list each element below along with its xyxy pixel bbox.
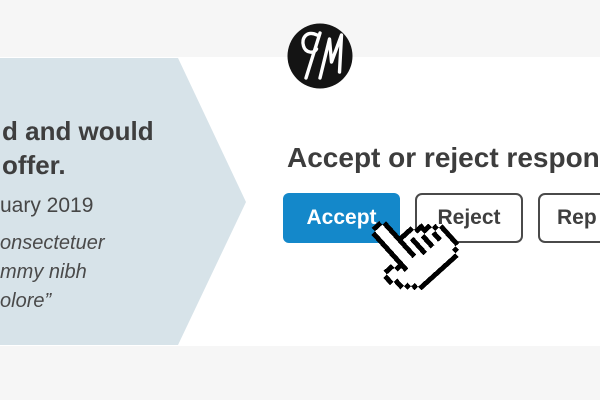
gm-logo-icon xyxy=(287,23,353,89)
testimonial-headline: d and would offer. xyxy=(2,114,154,182)
promo-arrow-panel xyxy=(0,58,246,345)
response-actions: Accept Reject Rep xyxy=(283,193,600,243)
accept-button[interactable]: Accept xyxy=(283,193,400,243)
testimonial-quote: onsectetuer mmy nibh olore” xyxy=(0,229,105,316)
reject-button[interactable]: Reject xyxy=(415,193,523,243)
testimonial-quote-line1: onsectetuer xyxy=(0,232,105,254)
bottom-strip xyxy=(0,346,600,400)
testimonial-quote-line2: mmy nibh xyxy=(0,261,87,283)
testimonial-date: uary 2019 xyxy=(0,194,94,217)
testimonial-quote-line3: olore” xyxy=(0,290,52,312)
testimonial-headline-line2: offer. xyxy=(2,150,66,180)
page-title: Accept or reject respon xyxy=(287,142,600,173)
testimonial-headline-line1: d and would xyxy=(2,116,154,146)
rep-button[interactable]: Rep xyxy=(538,193,600,243)
